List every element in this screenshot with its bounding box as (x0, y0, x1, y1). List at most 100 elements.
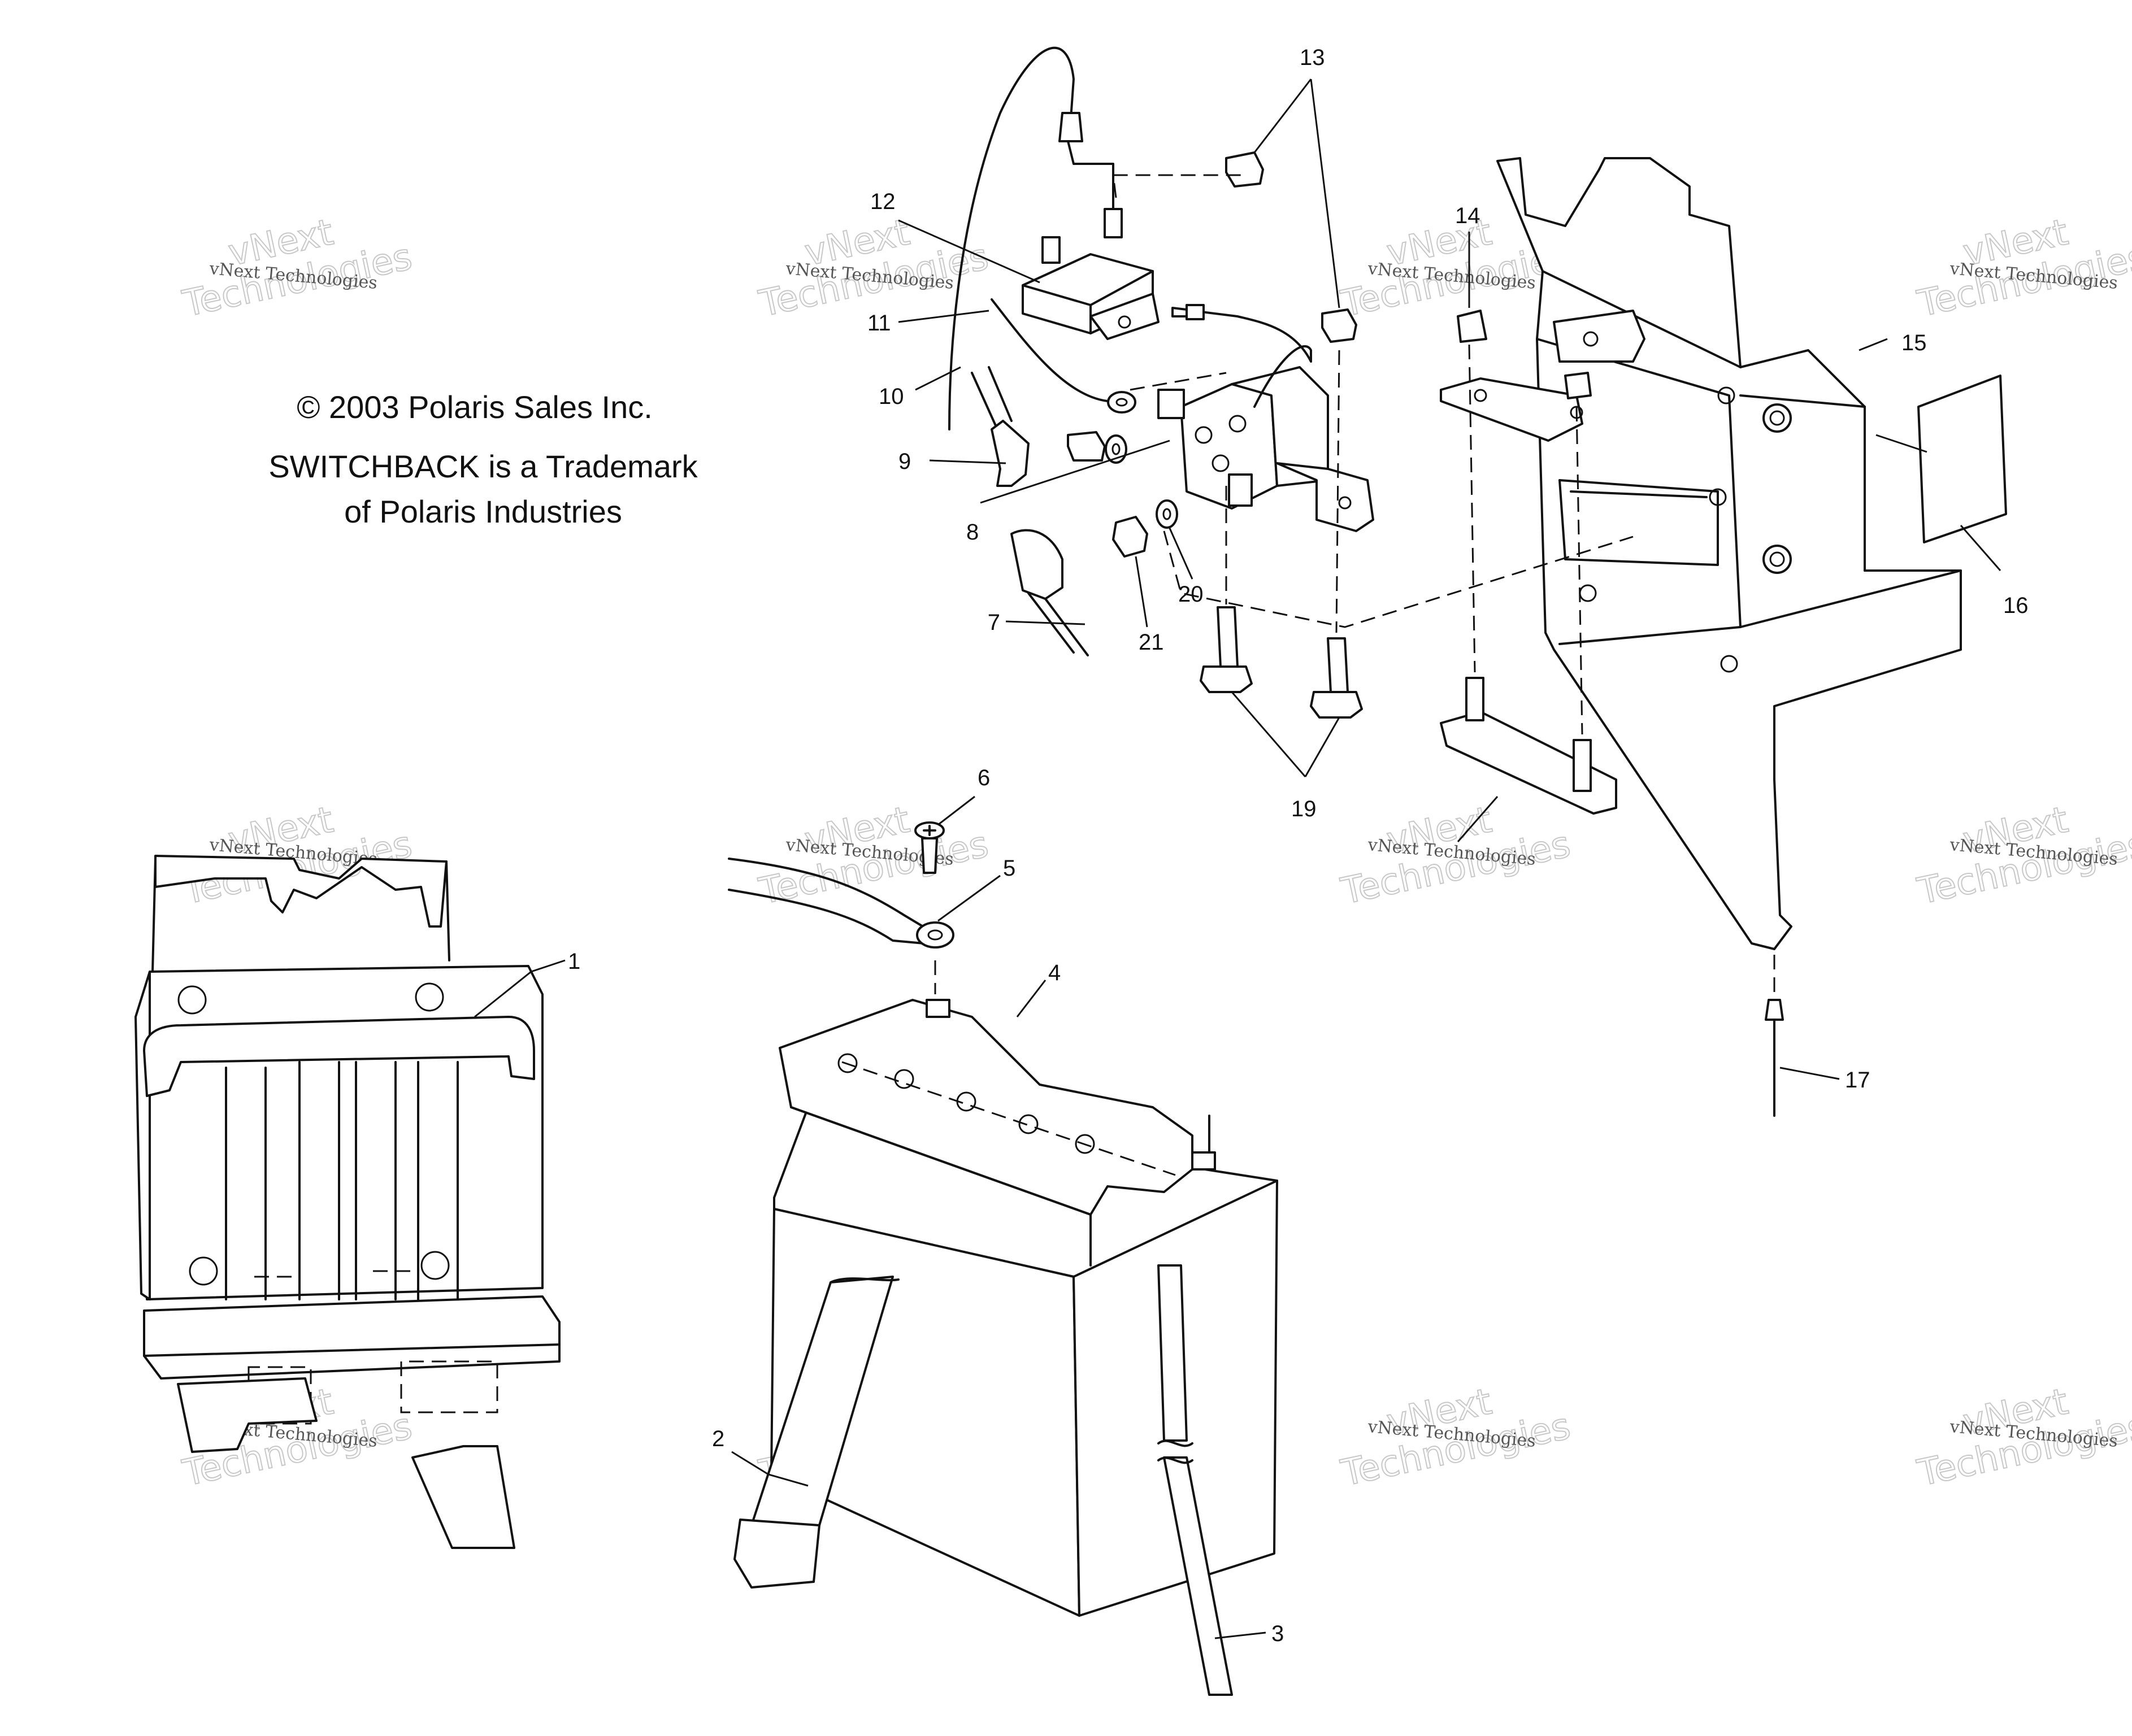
plate-stud (1465, 677, 1484, 721)
solenoid-wire (1191, 310, 1312, 408)
bracket-tab-hole (1583, 331, 1599, 347)
box-back-flap (154, 855, 448, 928)
part-label (1917, 375, 2007, 543)
bracket-arm-hole (1474, 389, 1487, 402)
assembly-line (1163, 530, 1634, 628)
strap-break (830, 1277, 900, 1283)
leader-13 (1253, 79, 1340, 308)
solenoid-screw (1228, 415, 1247, 433)
nut-14 (1457, 310, 1487, 343)
callout-3: 3 (1271, 1621, 1284, 1646)
solenoid-wire-plug (1171, 304, 1205, 320)
part-nuts-13 (1225, 151, 1357, 343)
leader-2 (731, 1451, 809, 1487)
battery-terminal (926, 999, 950, 1018)
bracket-hole (1717, 386, 1735, 404)
bracket-grommet-hole (1769, 410, 1785, 426)
part-rivet (1765, 999, 1784, 1117)
leader-5 (937, 874, 1001, 922)
screw-shank (921, 837, 938, 874)
box-hole (415, 982, 444, 1012)
callout-labels: 1 2 3 4 5 6 7 8 9 10 11 12 13 14 15 16 1… (568, 45, 2029, 1646)
callout-14: 14 (1455, 203, 1480, 228)
part-nut-washer (1067, 431, 1178, 558)
wire-ring (1107, 391, 1136, 414)
cable-boot (1010, 529, 1063, 600)
solenoid-bracket-hole (1338, 496, 1352, 510)
callout-9: 9 (898, 449, 911, 474)
callout-19: 19 (1291, 797, 1317, 821)
copyright-line: © 2003 Polaris Sales Inc. (297, 389, 653, 425)
part-bolts-19 (1200, 606, 1363, 719)
battery-terminal (1191, 1151, 1216, 1171)
assembly-line (1112, 174, 1243, 198)
leader-lines (474, 79, 2001, 1639)
watermark-top-right2: Technologies vNext vNext Technologies (1913, 211, 2132, 325)
watermark-bot-right1: Technologies vNext vNext Technologies (1337, 1380, 1575, 1495)
leader-3 (1214, 1631, 1266, 1639)
assembly-line (1130, 372, 1227, 391)
leader-19 (1231, 691, 1340, 777)
part-solenoid (1157, 304, 1374, 532)
battery-cap (837, 1053, 858, 1073)
bracket-hole (1709, 488, 1727, 506)
battery-cap (1075, 1134, 1095, 1154)
regulator-hole (1118, 315, 1131, 329)
assembly-line (1575, 406, 1583, 735)
solenoid-terminal (1228, 473, 1253, 507)
leader-15 (1859, 338, 1888, 351)
lug-ring (916, 921, 954, 949)
callout-16: 16 (2003, 593, 2029, 618)
bracket-edges (1739, 394, 1962, 628)
leader-1 (474, 959, 566, 1018)
callout-12: 12 (870, 189, 896, 214)
copyright-block: © 2003 Polaris Sales Inc. SWITCHBACK is … (268, 389, 698, 529)
watermark-top-mid: Technologies vNext vNext Technologies (755, 211, 993, 325)
washer-20-hole (1162, 508, 1171, 520)
part-battery-strap (733, 1276, 900, 1589)
callout-2: 2 (712, 1426, 724, 1451)
leader-21 (1135, 556, 1148, 628)
battery-cap (956, 1091, 976, 1112)
nut (1225, 151, 1264, 188)
plate-stud (1573, 739, 1592, 792)
part-vent-tube (1157, 1264, 1233, 1696)
strap-buckle (733, 1519, 820, 1589)
box-lip-edge (143, 1343, 561, 1357)
watermark-top-left: Technologies vNext vNext Technologies (179, 211, 416, 325)
bolt-head (1310, 691, 1363, 719)
boot-cable (971, 366, 1013, 430)
leader-6 (937, 795, 975, 826)
regulator-edges (1022, 270, 1154, 334)
lug-hole (927, 929, 943, 941)
callout-13: 13 (1300, 45, 1325, 70)
bracket-panel (1536, 270, 1742, 645)
part-mounting-bracket (1440, 157, 1962, 950)
part-wire-harness (948, 46, 1136, 430)
battery-cover-edge (790, 1106, 1092, 1267)
box-top-strap (143, 1016, 535, 1097)
box-hole (177, 985, 207, 1015)
box-hidden-slots (247, 1360, 498, 1425)
tube-break (1157, 1439, 1193, 1464)
box-flap-edge (151, 858, 157, 973)
box-left-wall (134, 971, 151, 1300)
callout-17: 17 (1845, 1068, 1870, 1093)
boot-body (991, 420, 1030, 487)
wire-lead (1067, 140, 1114, 210)
rivet-head (1765, 999, 1784, 1021)
callout-8: 8 (966, 520, 979, 545)
bolt-head (1200, 665, 1253, 693)
callout-4: 4 (1048, 960, 1061, 985)
battery-cap-line (841, 1061, 1176, 1176)
tube-lower (1163, 1456, 1233, 1696)
screw-cross (923, 825, 936, 836)
part-screw (914, 821, 945, 874)
regulator-tab (1104, 208, 1123, 238)
solenoid-screw (1212, 454, 1230, 472)
bracket-hole (1720, 655, 1738, 673)
box-body (137, 965, 544, 1300)
box-hole (189, 1256, 218, 1286)
bracket-grommet-hole (1769, 551, 1785, 567)
